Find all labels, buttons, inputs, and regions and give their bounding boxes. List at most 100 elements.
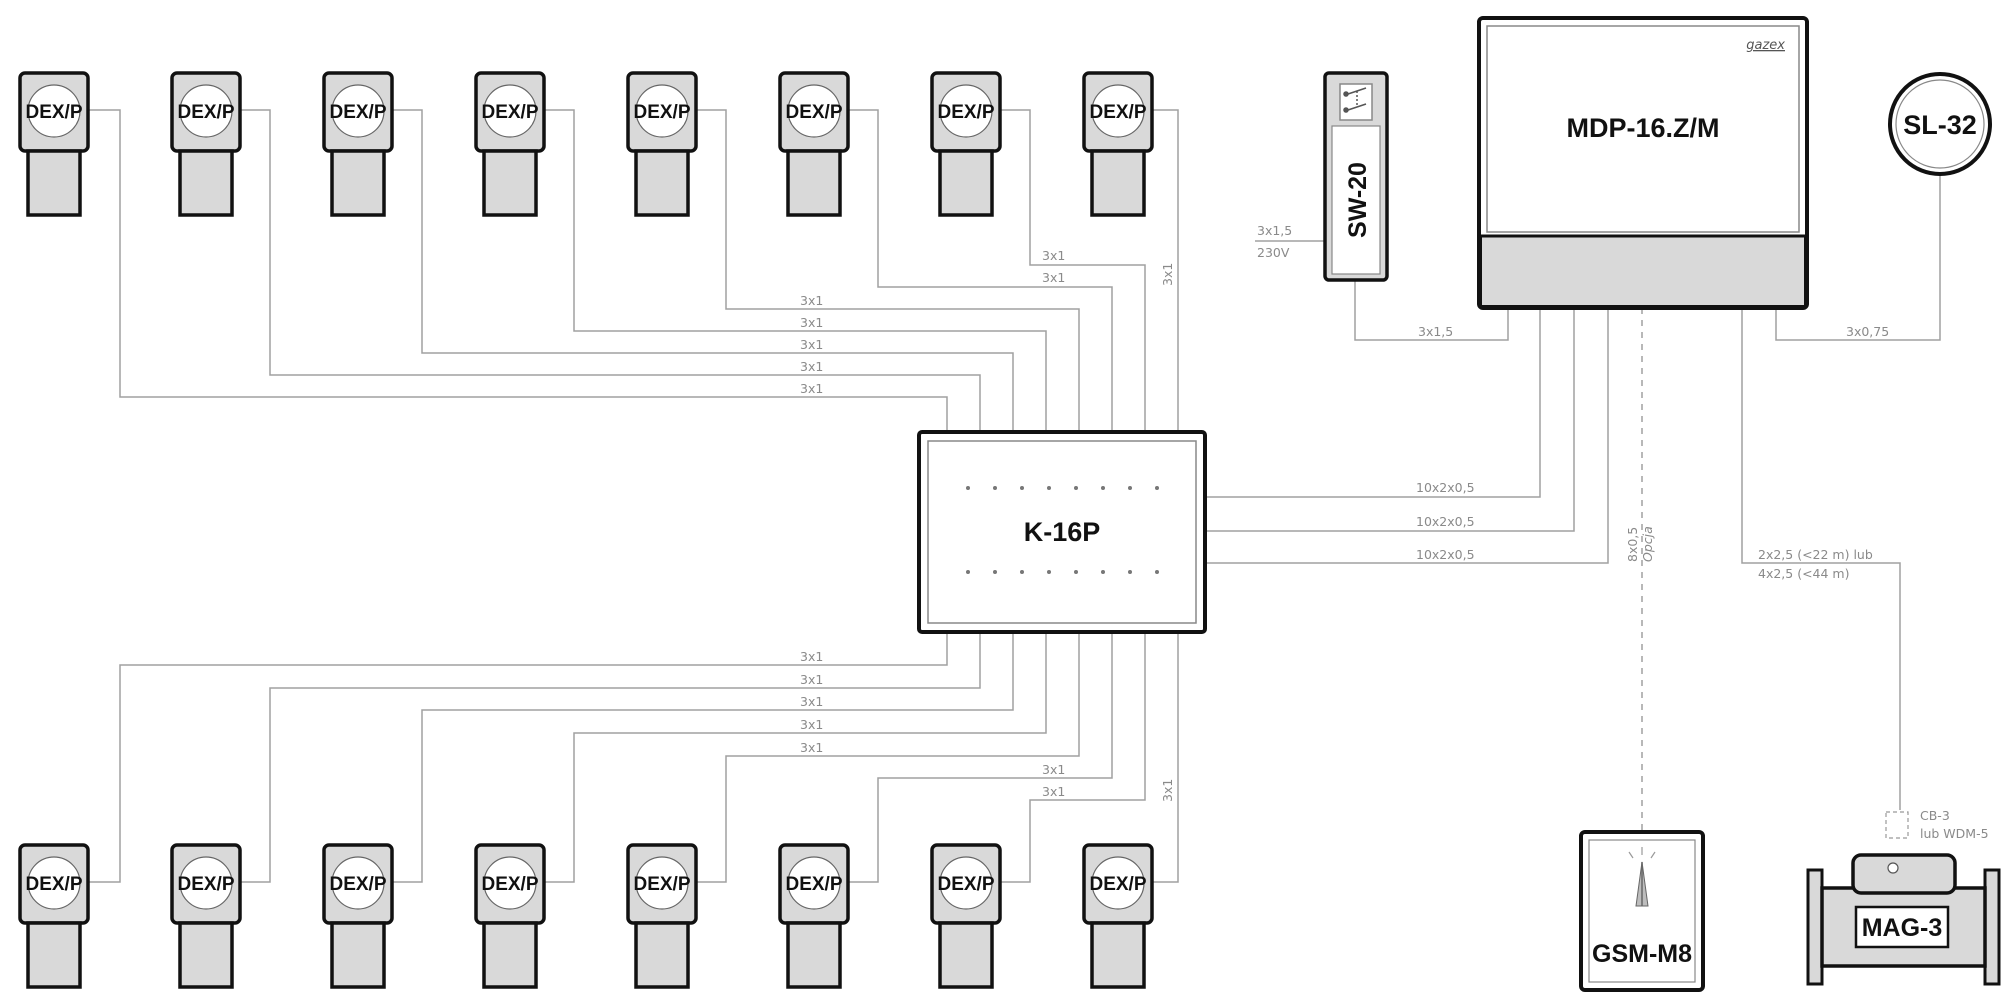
cable-top-1 (88, 109, 948, 432)
detector-bottom-6: DEX/P (778, 843, 850, 989)
label-top-7: 3x1 (1042, 248, 1065, 263)
label-bus-3: 10x2x0,5 (1416, 547, 1475, 562)
cable-top-5 (696, 109, 1080, 432)
top-detector-cables (88, 109, 1179, 432)
valve-flange-left (1806, 868, 1824, 986)
cable-bottom-5 (696, 632, 1080, 883)
antenna-icon (1628, 847, 1656, 907)
valve-head (1851, 853, 1957, 895)
siren-body (1888, 72, 1992, 176)
label-bottom-1: 3x1 (800, 649, 823, 664)
label-power-voltage: 230V (1257, 245, 1290, 260)
gsm-label: GSM-M8 (1592, 940, 1692, 968)
label-top-5: 3x1 (800, 293, 823, 308)
valve-accessory-box (1885, 811, 1909, 839)
detector-top-7: DEX/P (930, 71, 1002, 217)
hub-terminal-dots-bottom (966, 570, 1159, 574)
detector-label: DEX/P (633, 874, 690, 895)
cable-bottom-8 (1152, 632, 1179, 883)
siren-inner-ring (1895, 79, 1985, 169)
detector-label: DEX/P (25, 102, 82, 123)
gsm-inner-frame (1588, 839, 1696, 983)
label-bottom-2: 3x1 (800, 672, 823, 687)
controller-label: MDP-16.Z/M (1566, 113, 1719, 143)
bottom-detectors: DEX/P DEX/P DEX/P DEX/P DEX/P DEX/P DEX/… (18, 843, 1154, 989)
cable-bottom-2 (240, 632, 981, 883)
siren-sl32: SL-32 (1888, 72, 1992, 176)
label-top-4: 3x1 (800, 315, 823, 330)
detector-top-5: DEX/P (626, 71, 698, 217)
label-gsm-cable: 8x0,5 (1625, 527, 1640, 562)
label-valve-accessory-2: lub WDM-5 (1920, 826, 1989, 841)
label-bus-2: 10x2x0,5 (1416, 514, 1475, 529)
detector-top-3: DEX/P (322, 71, 394, 217)
detector-label: DEX/P (329, 874, 386, 895)
valve-connector (1887, 862, 1899, 874)
label-top-6: 3x1 (1042, 270, 1065, 285)
gsm-module: GSM-M8 (1579, 830, 1705, 992)
label-bottom-3: 3x1 (800, 694, 823, 709)
label-valve-cable-2: 4x2,5 (<44 m) (1758, 566, 1850, 581)
cable-bottom-4 (544, 632, 1047, 883)
switch-symbol-icon (1339, 83, 1373, 121)
detector-label: DEX/P (1089, 102, 1146, 123)
label-bottom-8: 3x1 (1160, 779, 1175, 802)
detector-label: DEX/P (785, 102, 842, 123)
cable-top-3 (392, 109, 1014, 432)
label-gsm-option: Opcja (1640, 526, 1655, 562)
detector-top-4: DEX/P (474, 71, 546, 217)
label-valve-accessory-1: CB-3 (1920, 808, 1950, 823)
cable-valve (1741, 308, 1901, 810)
switch-sw20: SW-20 (1323, 71, 1389, 282)
controller-mdp16: MDP-16.Z/M gazex (1477, 16, 1809, 310)
label-bottom-6: 3x1 (1042, 762, 1065, 777)
cable-top-8 (1152, 109, 1179, 432)
siren-label: SL-32 (1903, 110, 1977, 140)
valve-flange-right (1983, 868, 2001, 986)
cable-top-6 (848, 109, 1113, 432)
detector-label: DEX/P (481, 874, 538, 895)
detector-label: DEX/P (633, 102, 690, 123)
detector-top-6: DEX/P (778, 71, 850, 217)
detector-top-1: DEX/P (18, 71, 90, 217)
detector-bottom-2: DEX/P (170, 843, 242, 989)
label-siren: 3x0,75 (1846, 324, 1889, 339)
label-top-3: 3x1 (800, 337, 823, 352)
switch-label: SW-20 (1344, 162, 1372, 238)
detector-label: DEX/P (177, 102, 234, 123)
detector-label: DEX/P (25, 874, 82, 895)
label-power-in: 3x1,5 (1257, 223, 1292, 238)
hub-terminal-dots-top (966, 486, 1159, 490)
detector-bottom-3: DEX/P (322, 843, 394, 989)
detector-label: DEX/P (785, 874, 842, 895)
cable-bus-2 (1205, 308, 1575, 532)
label-bottom-7: 3x1 (1042, 784, 1065, 799)
label-valve-cable-1: 2x2,5 (<22 m) lub (1758, 547, 1873, 562)
cable-bus-3 (1205, 308, 1609, 564)
cable-siren (1775, 176, 1941, 341)
label-top-2: 3x1 (800, 359, 823, 374)
controller-screen-frame (1486, 25, 1800, 233)
cable-switch-controller (1354, 280, 1509, 341)
valve-label: MAG-3 (1862, 914, 1943, 942)
label-top-1: 3x1 (800, 381, 823, 396)
cable-top-4 (544, 109, 1047, 432)
detector-bottom-1: DEX/P (18, 843, 90, 989)
hub-k16p: K-16P (917, 430, 1207, 634)
label-top-8: 3x1 (1160, 263, 1175, 286)
detector-bottom-7: DEX/P (930, 843, 1002, 989)
cable-bottom-3 (392, 632, 1014, 883)
cable-top-2 (240, 109, 981, 432)
cable-bottom-1 (88, 632, 948, 883)
detector-label: DEX/P (937, 102, 994, 123)
label-bottom-5: 3x1 (800, 740, 823, 755)
cable-labels: 3x1 3x1 3x1 3x1 3x1 3x1 3x1 3x1 3x1 3x1 … (800, 223, 1989, 841)
label-bottom-4: 3x1 (800, 717, 823, 732)
detector-bottom-5: DEX/P (626, 843, 698, 989)
detector-bottom-4: DEX/P (474, 843, 546, 989)
controller-terminal-strip (1480, 235, 1806, 307)
hub-label: K-16P (1024, 517, 1101, 547)
system-cables (1205, 176, 1941, 832)
detector-top-8: DEX/P (1082, 71, 1154, 217)
